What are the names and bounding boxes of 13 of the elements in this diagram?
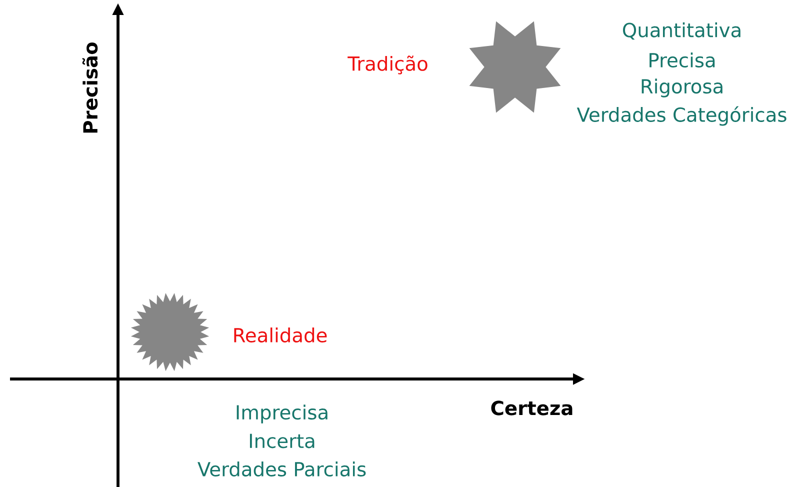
attribute-text: Incerta — [250, 434, 314, 448]
burst-icon — [130, 292, 210, 372]
star-icon — [469, 21, 561, 113]
axis-label: Certeza — [491, 400, 572, 416]
attribute-text: Quantitativa — [623, 22, 740, 40]
attribute-text: Verdades Parciais — [198, 462, 366, 476]
axis-label: Precisão — [82, 42, 98, 133]
name-label: Tradição — [348, 56, 428, 74]
attribute-text: Verdades Categóricas — [576, 106, 786, 126]
attribute-text: Precisa — [650, 52, 715, 68]
attribute-text: Imprecisa — [236, 404, 328, 424]
attribute-text: Rigorosa — [642, 78, 722, 98]
name-label: Realidade — [234, 328, 327, 342]
